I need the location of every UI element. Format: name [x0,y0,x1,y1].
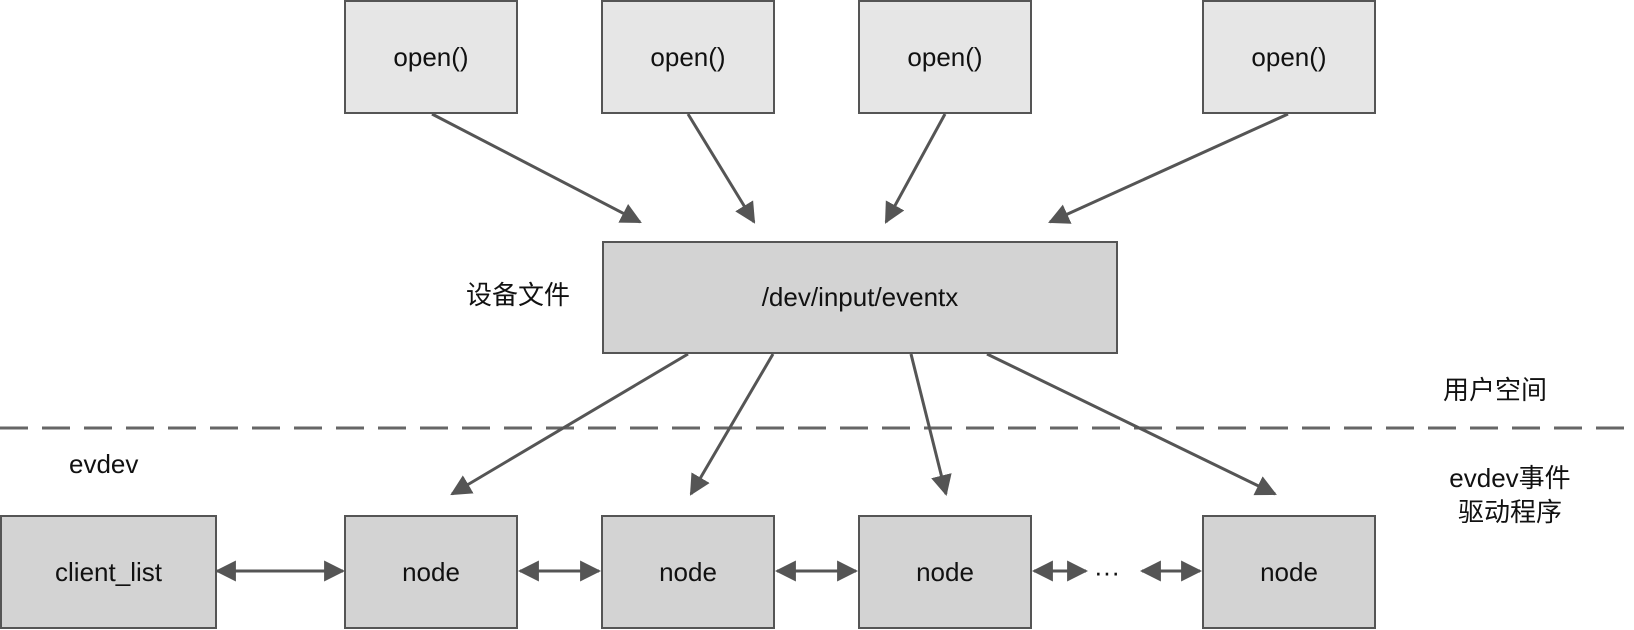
node-label: node [659,556,717,587]
node-label: node [916,556,974,587]
list-ellipsis: ··· [1094,557,1120,587]
arrow-open-2-to-device [686,113,756,224]
arrow-open-4-to-device [1048,112,1289,224]
open-call-label: open() [907,41,983,72]
open-call-label: open() [1251,41,1327,72]
node-box-2: node [601,515,775,629]
arrow-device-to-node-3 [909,353,952,497]
user-space-label: 用户空间 [1443,375,1548,405]
arrow-device-to-node-2 [689,353,775,496]
open-call-label: open() [393,41,469,72]
device-file-caption: 设备文件 [466,280,571,310]
arrow-device-to-node-1 [450,352,689,496]
node-box-4: node [1202,515,1376,629]
client-list-box: client_list [0,515,217,629]
node-box-1: node [344,515,518,629]
node-label: node [402,556,460,587]
kernel-evdev-label: evdev [69,449,139,479]
open-call-box-2: open() [601,0,775,114]
device-file-box: /dev/input/eventx [602,241,1118,354]
device-file-path: /dev/input/eventx [761,282,959,312]
client-list-label: client_list [55,556,162,587]
driver-label-line-1: evdev事件 [1449,463,1571,493]
arrow-open-3-to-device [884,113,947,224]
driver-label: evdev事件 驱动程序 [1420,462,1600,530]
arrow-open-1-to-device [431,112,642,224]
driver-label-line-2: 驱动程序 [1457,496,1562,527]
arrow-device-to-node-4 [986,352,1277,496]
open-call-label: open() [650,41,726,72]
open-call-box-4: open() [1202,0,1376,114]
node-label: node [1260,556,1318,587]
node-box-3: node [858,515,1032,629]
open-call-box-1: open() [344,0,518,114]
open-call-box-3: open() [858,0,1032,114]
